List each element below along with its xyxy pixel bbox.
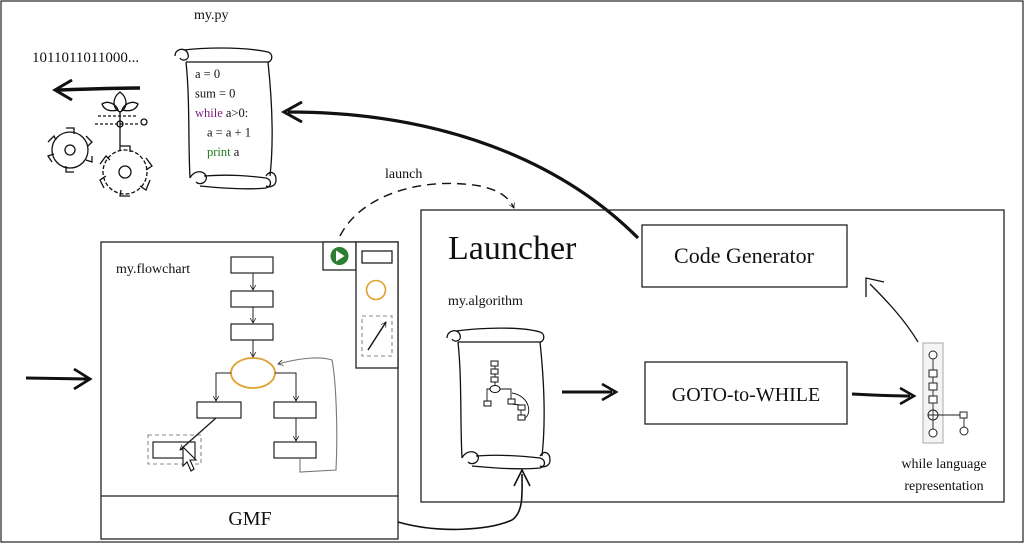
goto-to-while-box [644,361,848,425]
flow-node[interactable] [230,323,274,341]
code-token: a = 0 [195,67,220,81]
algorithm-scroll [446,327,551,470]
gmf-footer-label: GMF [228,508,271,530]
code-token: a [231,145,240,159]
algorithm-label: my.algorithm [448,294,523,309]
code-line: a = 0 [195,67,220,81]
flow-node[interactable] [273,441,317,459]
ellipse-tool-icon[interactable] [365,279,387,301]
connector-tool-icon[interactable] [361,315,393,357]
code-line: while a>0: [195,106,248,120]
flowchart-editor: GMF my.flowchart [100,241,399,540]
goto-to-while-label: GOTO-to-WHILE [672,384,820,406]
rectangle-tool-icon[interactable] [361,250,393,264]
code-token: print [207,145,231,159]
launch-arrow [339,182,515,237]
gmf-to-algorithm-arrow [397,473,523,531]
selection-marquee [147,434,202,465]
code-line: print a [207,145,240,159]
mouse-cursor-icon [182,445,198,472]
code-token: while [195,106,223,120]
editor-frame [100,241,399,540]
binary-output-text: 1011011011000... [32,50,139,66]
while-caption-line1: while language [901,457,986,472]
while-caption-line2: representation [904,479,983,494]
script-file-title: my.py [194,8,228,23]
input-arrow [25,367,93,391]
flow-node[interactable] [230,256,274,274]
code-token: a = a + 1 [207,126,251,140]
while-representation-icon [922,342,969,444]
script-code-block: a = 0 sum = 0 while a>0: a = a + 1 print a [195,67,251,159]
flow-decision-node[interactable] [230,357,276,389]
output-arrow [52,78,141,102]
code-token: a>0: [223,106,248,120]
code-token: sum = 0 [195,87,235,101]
launcher-panel: Launcher my.algorithm Code Gen [420,209,1005,503]
code-line: a = a + 1 [207,126,251,140]
flowchart-file-label: my.flowchart [116,262,190,277]
flow-node[interactable] [196,401,242,419]
script-scroll [174,47,277,190]
code-generator-label: Code Generator [674,243,815,268]
launcher-title: Launcher [448,230,577,267]
code-generator-box [641,224,848,288]
flow-connectors [179,273,338,473]
flow-node[interactable] [230,290,274,308]
generator-to-script-arrow [280,100,640,240]
gears-icon [46,91,153,197]
code-line: sum = 0 [195,87,235,101]
launcher-frame [420,209,1005,503]
launch-label: launch [385,167,422,182]
flow-node[interactable] [273,401,317,419]
